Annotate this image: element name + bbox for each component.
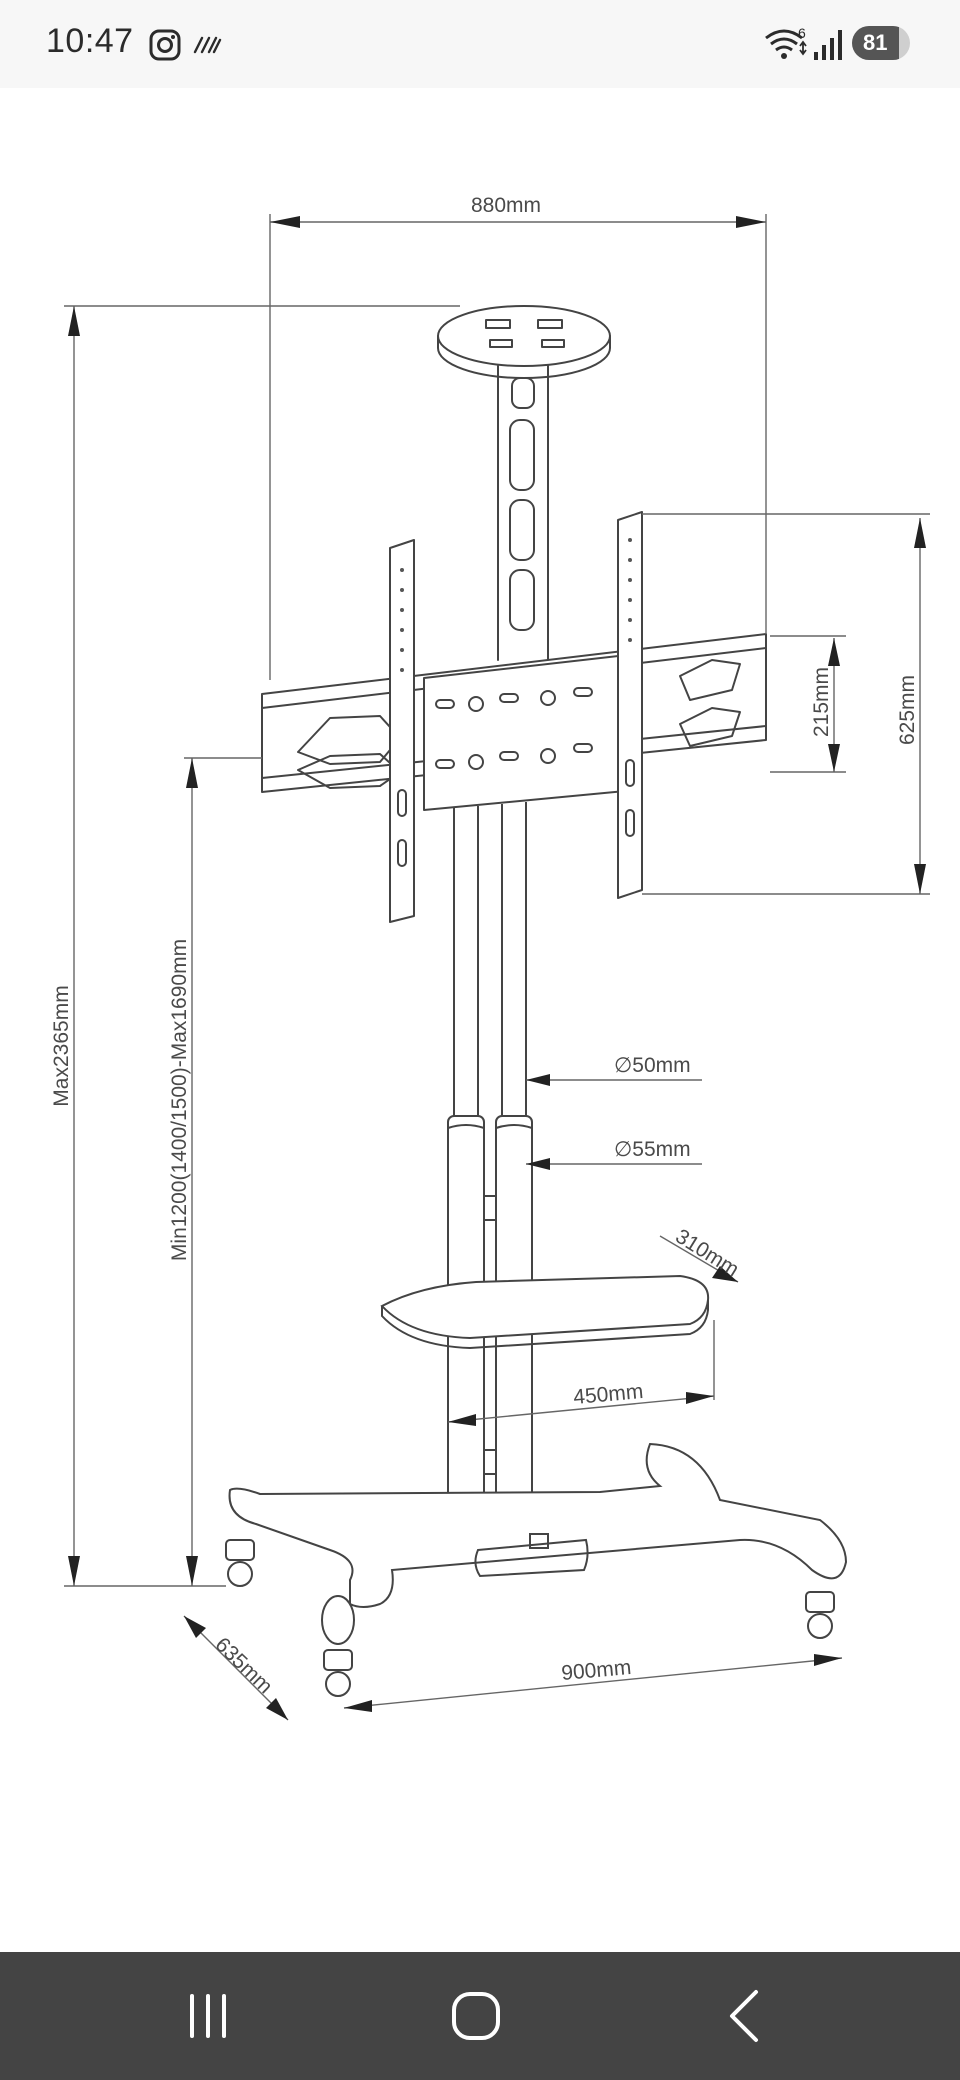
status-time: 10:47 [46, 22, 134, 60]
signal-icon [814, 30, 842, 60]
dim-shelf-depth: 310mm [671, 1225, 743, 1282]
home-button[interactable] [436, 1976, 516, 2056]
wifi-badge: 6 [798, 25, 806, 41]
dim-base-depth: 635mm [211, 1633, 277, 1698]
wifi-icon: 6 [765, 25, 807, 59]
battery-indicator: 81 [852, 26, 910, 60]
dim-max-height: Max2365mm [50, 985, 73, 1106]
network-activity-icon [193, 36, 222, 54]
instagram-icon [149, 29, 181, 61]
battery-percentage: 81 [862, 30, 888, 55]
recent-apps-button[interactable] [168, 1976, 248, 2056]
back-icon [730, 1990, 758, 2042]
dim-pole-diameter-small: ∅50mm [614, 1054, 691, 1077]
home-icon [452, 1992, 500, 2040]
dim-pole-diameter-large: ∅55mm [614, 1138, 691, 1161]
dim-height-range: Min1200(1400/1500)-Max1690mm [168, 939, 191, 1261]
navigation-bar [0, 1952, 960, 2080]
tv-stand-technical-drawing: 880mm Max2365mm Min1200(1400/1500)-Max16… [50, 194, 930, 1721]
dim-top-width: 880mm [471, 194, 541, 217]
recent-apps-icon [190, 1994, 226, 2038]
battery-fill [852, 26, 899, 60]
back-button[interactable] [706, 1976, 786, 2056]
status-bar: 10:47 6 81 [0, 0, 960, 88]
dim-shelf-width: 450mm [572, 1380, 644, 1409]
dim-bracket-height: 625mm [896, 675, 919, 745]
dim-bracket-spacing: 215mm [810, 667, 833, 737]
